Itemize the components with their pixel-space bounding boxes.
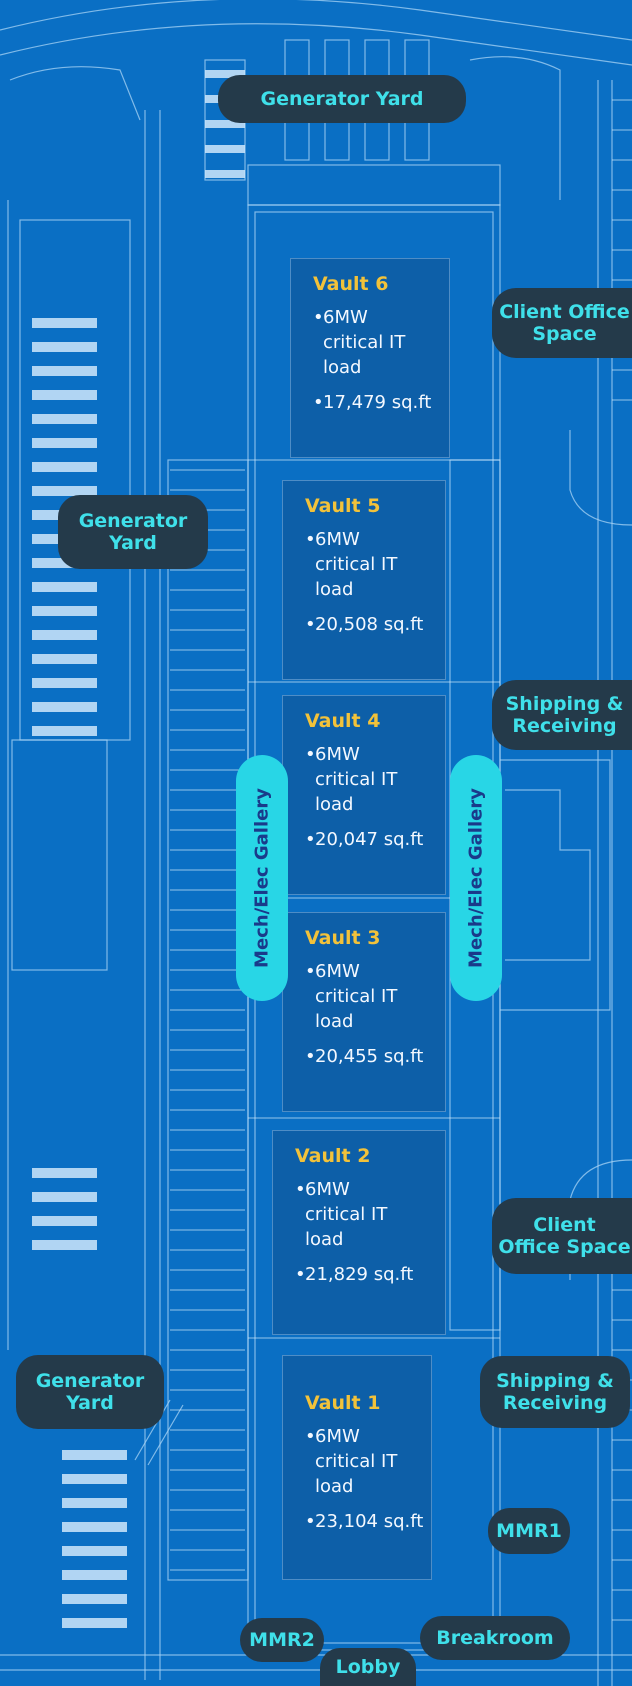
- vault-5-capacity-line3: load: [315, 579, 354, 600]
- vault-6-area: 17,479 sq.ft: [323, 392, 432, 413]
- vault-3-capacity-line2: critical IT: [315, 986, 398, 1007]
- mech-elec-gallery-left: Mech/Elec Gallery: [236, 755, 288, 1001]
- vault-4-area: 20,047 sq.ft: [315, 829, 424, 850]
- vault-3-area: 20,455 sq.ft: [315, 1046, 424, 1067]
- vault-6: Vault 6 •6MW critical IT load •17,479 sq…: [290, 258, 450, 458]
- mmr2-label: MMR2: [240, 1618, 324, 1662]
- mech-elec-gallery-left-label: Mech/Elec Gallery: [251, 788, 273, 968]
- client-office-bottom-label: Client Office Space: [492, 1198, 632, 1274]
- vault-4: Vault 4 •6MW critical IT load •20,047 sq…: [282, 695, 446, 895]
- client-office-top-label: Client Office Space: [492, 288, 632, 358]
- vault-3-title: Vault 3: [305, 927, 381, 949]
- vault-6-title: Vault 6: [313, 273, 389, 295]
- vault-1: Vault 1 •6MW critical IT load •23,104 sq…: [282, 1355, 432, 1580]
- vault-1-title: Vault 1: [305, 1392, 381, 1414]
- vault-4-capacity-line3: load: [315, 794, 354, 815]
- vault-3: Vault 3 •6MW critical IT load •20,455 sq…: [282, 912, 446, 1112]
- generator-yard-top-label: Generator Yard: [218, 75, 466, 123]
- generator-yard-left-label: Generator Yard: [58, 495, 208, 569]
- vault-2-capacity-line3: load: [305, 1229, 344, 1250]
- vault-5: Vault 5 •6MW critical IT load •20,508 sq…: [282, 480, 446, 680]
- vault-6-capacity-line3: load: [323, 357, 362, 378]
- vault-2-capacity: 6MW: [305, 1179, 350, 1200]
- mech-elec-gallery-right: Mech/Elec Gallery: [450, 755, 502, 1001]
- vault-2: Vault 2 •6MW critical IT load •21,829 sq…: [272, 1130, 446, 1335]
- vault-1-capacity-line3: load: [315, 1476, 354, 1497]
- shipping-receiving-bottom-label: Shipping & Receiving: [480, 1356, 630, 1428]
- vault-1-capacity-line2: critical IT: [315, 1451, 398, 1472]
- vault-3-capacity: 6MW: [315, 961, 360, 982]
- vault-2-title: Vault 2: [295, 1145, 371, 1167]
- vault-4-capacity-line2: critical IT: [315, 769, 398, 790]
- vault-1-capacity: 6MW: [315, 1426, 360, 1447]
- vault-2-area: 21,829 sq.ft: [305, 1264, 414, 1285]
- shipping-receiving-top-label: Shipping & Receiving: [492, 680, 632, 750]
- vault-1-area: 23,104 sq.ft: [315, 1511, 424, 1532]
- generator-yard-bottom-label: Generator Yard: [16, 1355, 164, 1429]
- vault-5-area: 20,508 sq.ft: [315, 614, 424, 635]
- vault-5-capacity-line2: critical IT: [315, 554, 398, 575]
- vault-4-capacity: 6MW: [315, 744, 360, 765]
- breakroom-label: Breakroom: [420, 1616, 570, 1660]
- mech-elec-gallery-right-label: Mech/Elec Gallery: [465, 788, 487, 968]
- vault-4-title: Vault 4: [305, 710, 381, 732]
- vault-5-capacity: 6MW: [315, 529, 360, 550]
- vault-3-capacity-line3: load: [315, 1011, 354, 1032]
- vault-6-capacity: 6MW: [323, 307, 368, 328]
- mmr1-label: MMR1: [488, 1508, 570, 1554]
- vault-6-capacity-line2: critical IT: [323, 332, 406, 353]
- vault-2-capacity-line2: critical IT: [305, 1204, 388, 1225]
- vault-5-title: Vault 5: [305, 495, 381, 517]
- lobby-label: Lobby: [320, 1648, 416, 1686]
